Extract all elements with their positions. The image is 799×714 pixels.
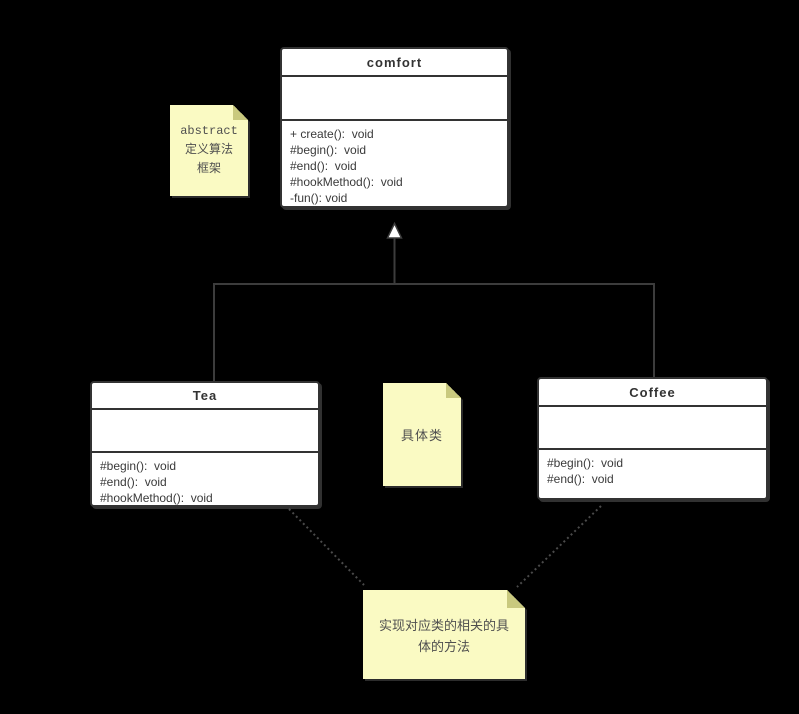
generalization-arrowhead[interactable] [386,221,403,239]
method-line: #end(): void [100,475,167,489]
method-line: -fun(): void [290,191,348,205]
method-line: #begin(): void [547,456,624,470]
note-anchor-line-tea[interactable] [288,508,365,586]
note-text-line: abstract [180,124,238,138]
method-line: #hookMethod(): void [290,175,403,189]
class-attributes-empty [282,77,507,121]
class-box-tea[interactable]: Tea #begin(): void #end(): void #hookMet… [90,381,320,507]
class-box-comfort[interactable]: comfort + create(): void #begin(): void … [280,47,509,208]
class-methods: #begin(): void #end(): void #hookMethod(… [92,453,318,506]
method-line: #begin(): void [290,143,367,157]
method-line: #end(): void [290,159,357,173]
note-fold-corner-icon [446,383,461,398]
method-line: #begin(): void [100,459,177,473]
class-title: Tea [92,383,318,410]
note-text: 具体类 [383,383,461,486]
note-fold-corner-icon [233,105,248,120]
note-text-line: 框架 [196,162,221,176]
sticky-note-implementation[interactable]: 实现对应类的相关的具体的方法 [363,590,525,679]
class-methods: + create(): void #begin(): void #end(): … [282,121,507,206]
class-attributes-empty [539,407,766,450]
class-attributes-empty [92,410,318,453]
class-title: comfort [282,49,507,77]
class-title: Coffee [539,379,766,407]
class-methods: #begin(): void #end(): void [539,450,766,487]
method-line: #hookMethod(): void [100,491,213,505]
sticky-note-concrete-class[interactable]: 具体类 [383,383,461,486]
generalization-line[interactable] [213,238,655,382]
method-line: #end(): void [547,472,614,486]
method-line: + create(): void [290,127,374,141]
sticky-note-abstract[interactable]: abstract 定义算法 框架 [170,105,248,196]
note-text: abstract 定义算法 框架 [170,105,248,196]
note-text: 实现对应类的相关的具体的方法 [363,590,525,679]
note-fold-corner-icon [507,590,525,608]
class-box-coffee[interactable]: Coffee #begin(): void #end(): void [537,377,768,500]
note-text-line: 定义算法 [184,143,233,157]
note-anchor-line-coffee[interactable] [516,505,602,588]
